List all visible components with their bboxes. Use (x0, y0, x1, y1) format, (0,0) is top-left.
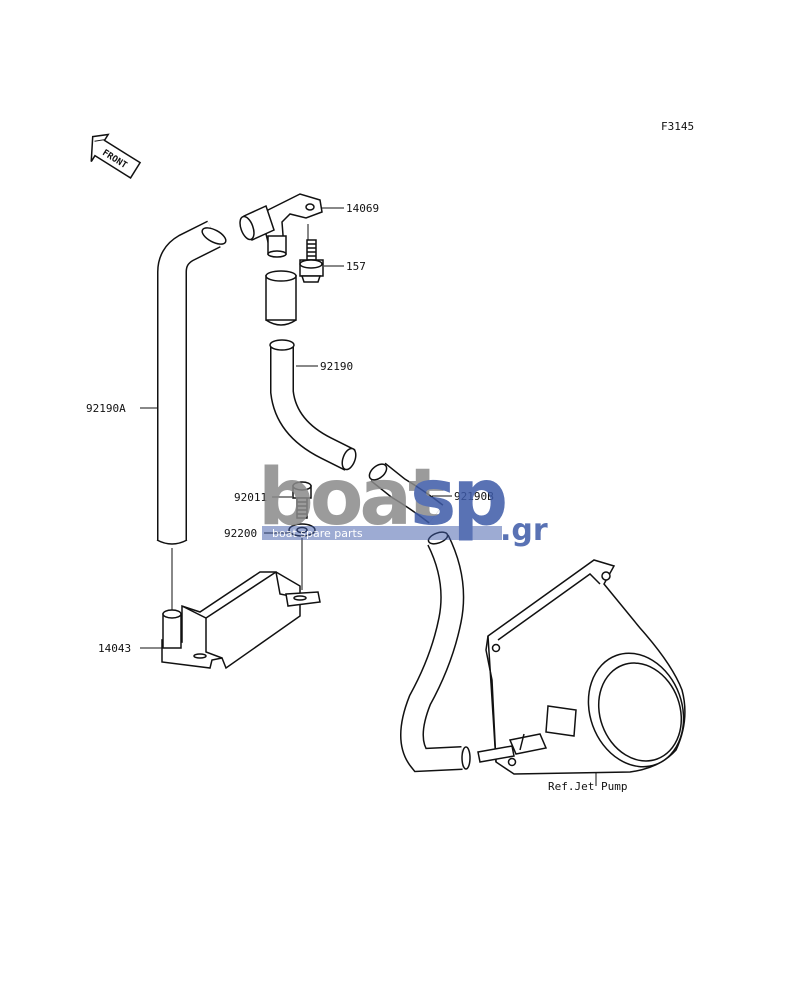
jet-pump (477, 559, 686, 775)
label-92190B: 92190B (454, 490, 494, 503)
label-92190: 92190 (320, 360, 353, 373)
label-92011: 92011 (234, 491, 267, 504)
part-92190A-pipe[interactable] (156, 220, 228, 545)
label-92190A: 92190A (86, 402, 126, 415)
part-pump-hose[interactable] (400, 530, 471, 773)
watermark-domain: .gr (500, 513, 548, 548)
part-sleeve[interactable] (265, 270, 297, 326)
front-arrow-icon: FRONT (90, 133, 142, 179)
reference-label: Ref.Jet Pump (548, 780, 627, 793)
watermark-logo: boat sp .gr boat spare parts (258, 453, 548, 548)
figure-id: F3145 (661, 120, 694, 133)
label-157: 157 (346, 260, 366, 273)
part-92190B-hose[interactable] (366, 461, 444, 524)
part-92011-screw[interactable] (292, 481, 312, 519)
label-14043: 14043 (98, 642, 131, 655)
watermark-tagline: boat spare parts (272, 527, 363, 540)
part-92190-hose[interactable] (269, 339, 358, 471)
label-92200: 92200 (224, 527, 257, 540)
part-14043-bracket[interactable] (161, 571, 321, 670)
part-14069-fitting[interactable] (237, 193, 323, 258)
label-14069: 14069 (346, 202, 379, 215)
part-157-bolt[interactable] (299, 239, 324, 283)
